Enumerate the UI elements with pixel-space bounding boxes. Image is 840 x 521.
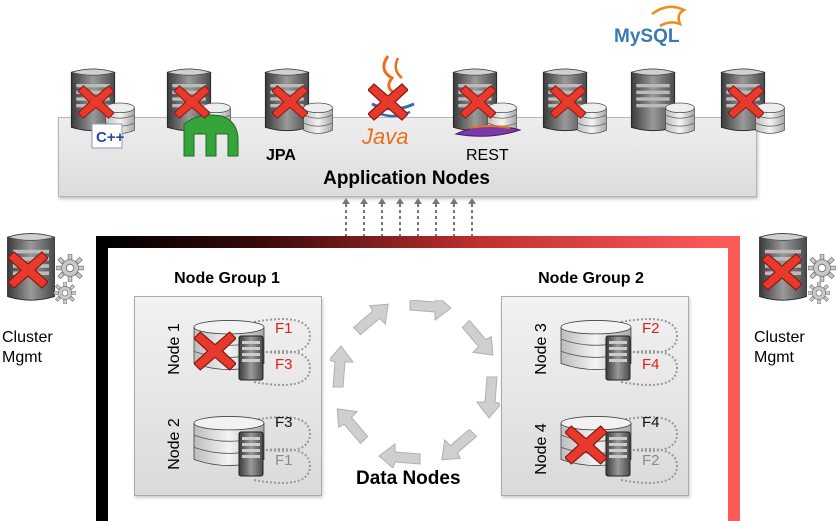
node-3-fragment-2: F4 — [642, 356, 660, 373]
node-4-graphic — [560, 415, 679, 484]
cpp-logo-text: C++ — [96, 129, 125, 146]
app-server-6 — [542, 68, 607, 134]
app-server-jpa — [264, 68, 333, 134]
node-group-1-graphics — [193, 318, 312, 484]
node-4-fragment-2: F2 — [642, 452, 660, 469]
node-1-graphic — [193, 318, 312, 386]
java-icon: Java — [361, 55, 415, 149]
cluster-mgmt-left-line1: Cluster — [2, 329, 53, 346]
app-server-memcached — [166, 68, 239, 157]
mysql-logo-text: MySQL — [614, 26, 680, 47]
node-2-fragment-2: F1 — [275, 452, 293, 469]
node-1-fragment-2: F3 — [275, 356, 293, 373]
node-group-2-title: Node Group 2 — [538, 270, 644, 287]
node-4-fragment-1: F4 — [642, 414, 660, 431]
java-logo-text: Java — [361, 124, 408, 149]
application-nodes-panel — [58, 117, 757, 197]
node-group-2-graphics — [560, 318, 679, 484]
mysql-icon: MySQL — [614, 5, 687, 47]
app-server-java: Java — [361, 55, 415, 149]
node-group-1-title: Node Group 1 — [174, 270, 280, 287]
node-1-fragment-1: F1 — [275, 320, 293, 337]
cluster-mgmt-right-label: Cluster Mgmt — [754, 328, 805, 368]
rest-icon — [454, 125, 522, 137]
cluster-mgmt-left-line2: Mgmt — [2, 349, 42, 366]
node-3-fragment-1: F2 — [642, 320, 660, 337]
node-2-label: Node 2 — [165, 418, 183, 470]
app-server-8 — [720, 68, 785, 134]
replication-cycle-arrows — [330, 300, 500, 468]
app-server-cpp: C++ — [70, 68, 135, 149]
cpp-icon — [91, 123, 123, 149]
node-3-label: Node 3 — [532, 323, 550, 375]
cluster-mgmt-right-line1: Cluster — [754, 329, 805, 346]
app-server-rest — [452, 68, 522, 137]
application-servers: C++ Java — [70, 5, 785, 157]
cluster-mgmt-left-label: Cluster Mgmt — [2, 328, 53, 368]
jpa-label: JPA — [266, 147, 296, 164]
application-nodes-title: Application Nodes — [323, 168, 490, 189]
node-3-graphic — [560, 318, 679, 386]
cluster-mgmt-left — [7, 233, 84, 304]
node-1-label: Node 1 — [165, 323, 183, 375]
connection-arrows — [342, 198, 476, 242]
cluster-mgmt-right-line2: Mgmt — [754, 349, 794, 366]
node-2-graphic — [193, 415, 312, 484]
data-nodes-title: Data Nodes — [356, 468, 461, 489]
node-2-fragment-1: F3 — [275, 414, 293, 431]
memcached-icon — [183, 114, 239, 157]
rest-label: REST — [466, 147, 509, 164]
app-server-mysql: MySQL — [614, 5, 695, 134]
cluster-mgmt-right — [759, 233, 836, 304]
node-4-label: Node 4 — [532, 423, 550, 475]
